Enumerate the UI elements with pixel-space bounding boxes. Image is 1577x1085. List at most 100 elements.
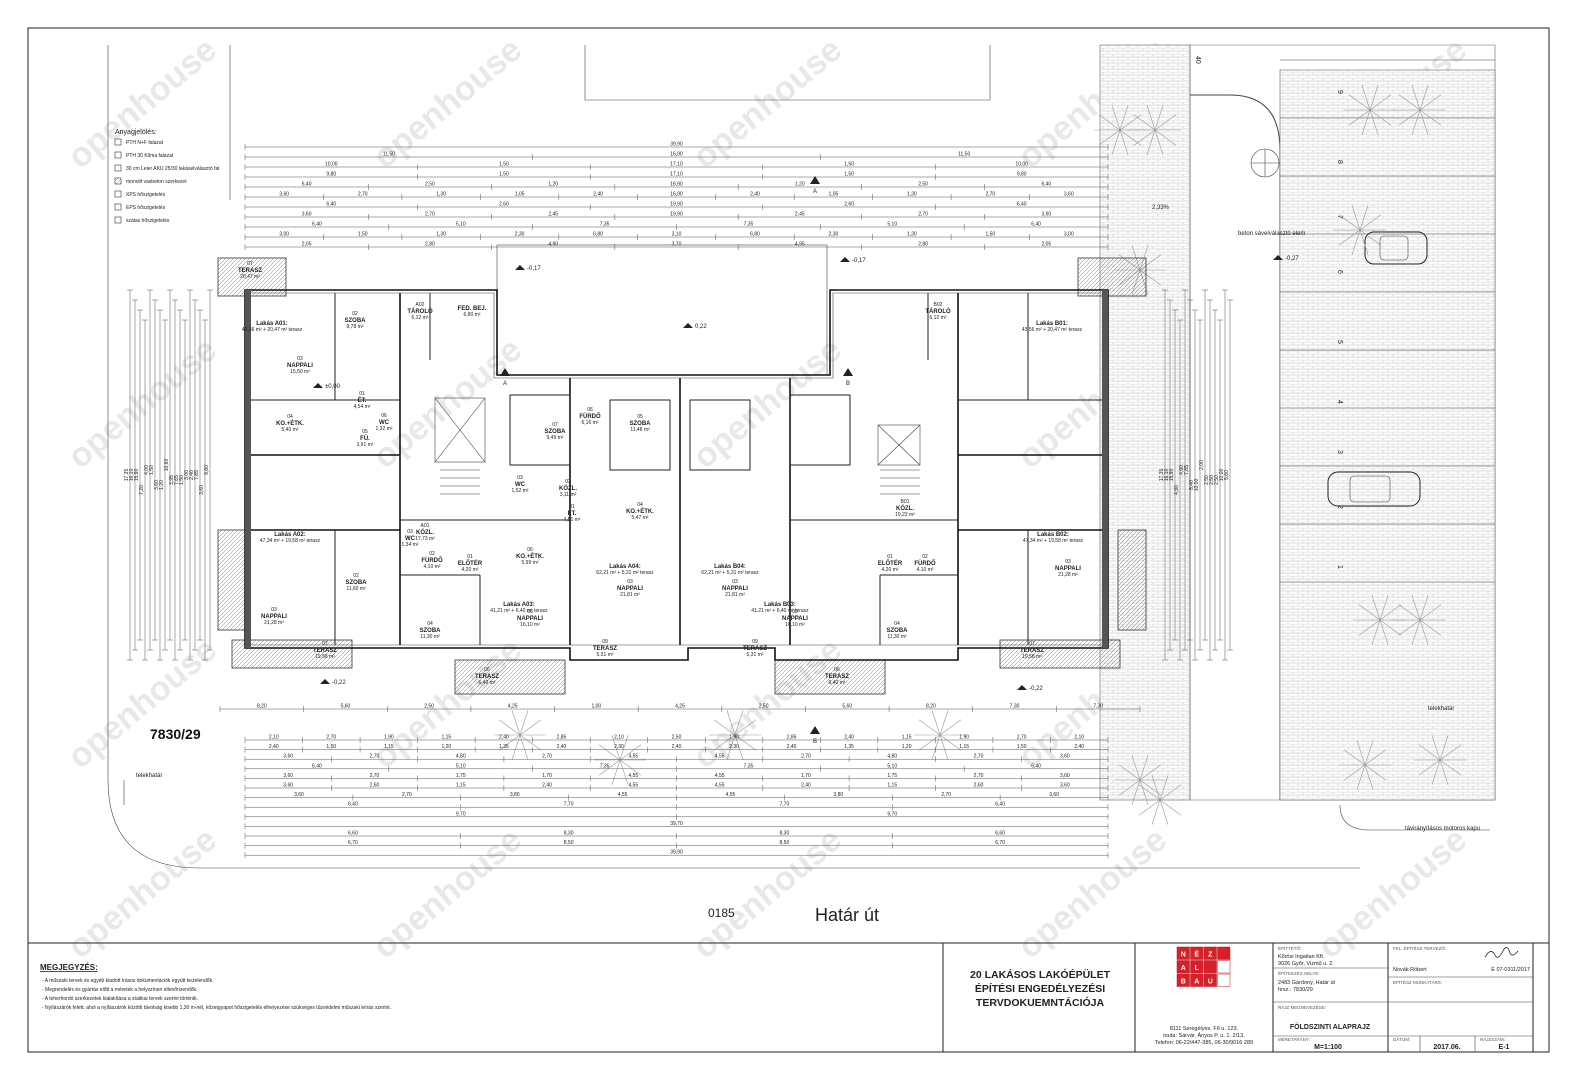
room-number: 03 [407, 529, 413, 535]
room-area: 15,50 m² [290, 369, 310, 375]
dimension-value: 1,15 [887, 783, 897, 789]
work-heading: ÉPÍTÉSZ MUNKATÁRS: [1393, 979, 1442, 985]
project-title-line-2: ÉPÍTÉSI ENGEDÉLYEZÉSI [975, 982, 1105, 995]
room-area: 47,34 m² + 19,58 m² terasz [260, 538, 321, 544]
dimension-value: 2,70 [358, 192, 368, 198]
site-line-2: hrsz.: 7830/29 [1278, 987, 1313, 993]
dimension-value: 2,85 [787, 735, 797, 741]
legend-item: PTH 30 Klíma falazat [126, 153, 174, 159]
logo-tile [1176, 946, 1190, 960]
room-name: ELŐTÉR [878, 559, 903, 567]
dimension-value: 3,00 [184, 470, 190, 480]
legend-swatch [114, 190, 122, 198]
room-name: SZOBA [887, 628, 909, 634]
dimension-value: 2,80 [918, 242, 928, 248]
dimension-value: 3,00 [1064, 232, 1074, 238]
dimension-value: 5,10 [456, 763, 466, 769]
room-name: TERASZ [238, 268, 262, 274]
dimension-value: 2,70 [1017, 735, 1027, 741]
dimension-value: 3,60 [283, 783, 293, 789]
dimension-value: 4,55 [628, 773, 638, 779]
dimension-value: 1,35 [844, 744, 854, 750]
legend-swatch [114, 138, 122, 146]
room-number: 02 [353, 573, 359, 579]
room-name: FÜRDŐ [421, 557, 443, 564]
room-number: 03 [732, 579, 738, 585]
dimension-value: 2,70 [918, 212, 928, 218]
dimension-value: 1,50 [844, 162, 854, 168]
room-area: 4,20 m² [462, 567, 479, 573]
room-number: A02 [416, 302, 425, 308]
tree-symbol [1094, 105, 1146, 155]
legend-swatch [114, 203, 122, 211]
dimension-value: 1,50 [985, 232, 995, 238]
dimension-value: 1,50 [149, 465, 155, 475]
tree-symbol [1344, 85, 1396, 135]
dimension-value: 6,40 [348, 802, 358, 808]
room-number: B01 [901, 499, 910, 505]
logo-tile [1176, 973, 1190, 987]
logo-tile [1190, 973, 1204, 987]
watermark-text: openhouse [686, 330, 849, 476]
site-heading: ÉPÍTKEZÉS HELYE: [1278, 970, 1320, 976]
dimension-value: 2,70 [370, 754, 380, 760]
logo-tile [1176, 960, 1190, 974]
room-name: NAPPALI [517, 616, 543, 622]
logo-letter: L [1195, 965, 1200, 972]
dimension-value: 1,75 [887, 773, 897, 779]
dimension-value: 16,10 [1164, 469, 1170, 482]
dimension-value: 3,60 [283, 773, 293, 779]
room-name: NAPPALI [617, 586, 643, 592]
legend-item: monolit vasbeton szerkezet [126, 179, 187, 185]
dimension-value: 1,90 [959, 735, 969, 741]
dimension-value: 10,60 [164, 459, 170, 472]
room-area: 19,22 m² [895, 512, 915, 518]
dimension-value: 8,50 [564, 840, 574, 846]
room-area: 5,47 m² [632, 515, 649, 521]
dimension-value: 6,40 [302, 182, 312, 188]
room-label: Lakás B01:43,56 m² + 20,47 m² terasz [1022, 321, 1083, 333]
dimension-value: 39,70 [670, 821, 683, 827]
room-number: 04 [894, 621, 900, 627]
note-line: - Megrendelés és gyártás előtt a méretek… [42, 987, 197, 993]
sheet-number: E-1 [1499, 1044, 1510, 1051]
dimension-value: 2,85 [557, 735, 567, 741]
dimension-value: 4,90 [548, 242, 558, 248]
room-number: 03 [517, 475, 523, 481]
legend-item: XPS hőszigetelés [126, 192, 166, 198]
room-area: 21,81 m² [620, 592, 640, 598]
dimension-value: 2,70 [425, 212, 435, 218]
dimension-value: 3,60 [1060, 783, 1070, 789]
dimension-value: 3,00 [279, 232, 289, 238]
dimension-value: 5,10 [887, 763, 897, 769]
section-letter: A [503, 381, 507, 387]
dimension-value: 3,80 [510, 792, 520, 798]
dimension-value: 1,90 [729, 735, 739, 741]
logo-tile [1217, 946, 1231, 960]
room-area: 6,40 m² [479, 680, 496, 686]
level-marker: 0,22 [683, 323, 707, 330]
dimension-value: 2,40 [269, 744, 279, 750]
legend-swatch [114, 151, 122, 159]
room-name: KÖZL. [896, 505, 914, 512]
dimension-value: 2,70 [370, 773, 380, 779]
dimension-value: 4,25 [508, 704, 518, 710]
room-area: 4,10 m² [424, 564, 441, 570]
parking-space-number: 7 [1336, 215, 1343, 219]
room-name: TERASZ [743, 646, 767, 652]
dimension-value: 1,15 [456, 783, 466, 789]
room-number: 02 [429, 551, 435, 557]
dimension-value: 1,05 [829, 192, 839, 198]
logo-letter: É [1194, 950, 1199, 959]
room-area: 9,78 m² [347, 324, 364, 330]
scale-value: M=1:100 [1314, 1044, 1342, 1051]
dimension-value: 2,60 [370, 783, 380, 789]
room-number: 06 [587, 407, 593, 413]
dimension-value: 1,30 [907, 232, 917, 238]
